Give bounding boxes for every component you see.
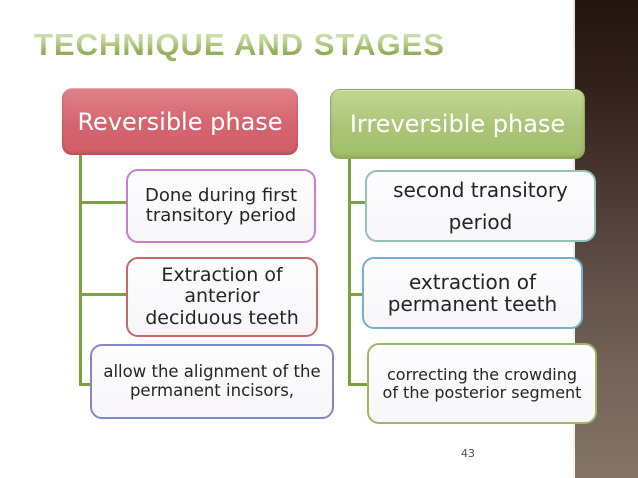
node-extraction-anterior-deciduous-teeth: Extraction of anterior deciduous teeth [126, 257, 318, 337]
connector-right-vertical [348, 157, 351, 386]
connector-left-branch-1 [79, 201, 127, 204]
node-second-transitory-period: second transitory period [365, 170, 596, 242]
connector-right-branch-3 [348, 383, 369, 386]
connector-right-branch-1 [348, 201, 367, 204]
connector-left-branch-3 [79, 383, 92, 386]
connector-left-vertical [79, 155, 82, 386]
node-allow-alignment-permanent-incisors: allow the alignment of the permanent inc… [90, 344, 334, 419]
page-number: 43 [461, 447, 475, 460]
node-extraction-permanent-teeth: extraction of permanent teeth [362, 257, 583, 329]
header-irreversible-phase: Irreversible phase [330, 89, 585, 159]
slide-title: TECHNIQUE AND STAGES [34, 27, 445, 62]
connector-left-branch-2 [79, 293, 127, 296]
connector-right-branch-2 [348, 293, 364, 296]
node-correcting-crowding-posterior-segment: correcting the crowding of the posterior… [367, 343, 597, 424]
node-done-during-first-transitory-period: Done during first transitory period [126, 169, 316, 243]
header-reversible-phase: Reversible phase [62, 88, 298, 155]
